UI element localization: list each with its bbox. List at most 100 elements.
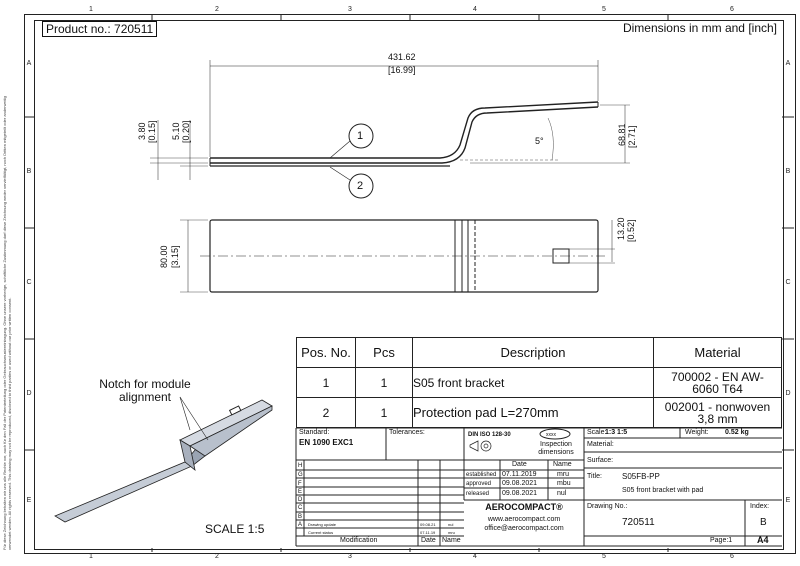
zone-col-2-bottom: 2 — [215, 553, 219, 560]
zone-row-b-right: B — [785, 168, 791, 175]
standard-value: EN 1090 EXC1 — [299, 438, 354, 447]
drawing-number: 720511 — [622, 517, 655, 528]
zone-col-4-bottom: 4 — [473, 553, 477, 560]
dim-t1-inch: [0.15] — [147, 120, 157, 143]
released-label: released — [466, 491, 490, 497]
drawing-border — [34, 20, 784, 550]
zone-col-5: 5 — [602, 6, 606, 13]
rev-b-name: nul — [448, 522, 454, 527]
drawing-no-label: Drawing No.: — [587, 503, 628, 510]
established-name: mru — [557, 471, 570, 478]
rev-letter: H — [298, 463, 303, 469]
dim-t1: 3.80 — [137, 122, 147, 140]
established-date: 07.11.2019 — [502, 471, 537, 478]
released-name: nul — [557, 490, 567, 497]
units-note: Dimensions in mm and [inch] — [622, 21, 777, 35]
page-number: Page:1 — [710, 537, 733, 544]
zone-col-2: 2 — [215, 6, 219, 13]
iso-scale-label: SCALE 1:5 — [205, 522, 265, 536]
zone-row-e: E — [26, 497, 32, 504]
inspection-dimensions: Inspection dimensions — [538, 441, 574, 456]
bom-header-pos: Pos. No. — [296, 337, 356, 368]
established-label: established — [466, 472, 497, 478]
scale-value: 1:3 1:5 — [605, 429, 628, 436]
balloon-2: 2 — [357, 180, 364, 192]
zone-col-6: 6 — [730, 6, 734, 13]
rev-letter: A — [298, 522, 303, 528]
bom-header-material: Material — [653, 337, 782, 368]
bom-pos: 1 — [296, 367, 356, 398]
index-label: Index: — [750, 503, 770, 510]
rev-b-text: Drawing update — [308, 522, 337, 527]
zone-row-e-right: E — [785, 497, 791, 504]
zone-row-d-right: D — [785, 390, 791, 397]
bom-header-desc: Description — [412, 337, 654, 368]
weight-label: Weight: — [685, 429, 709, 436]
rev-a-text: Current status — [308, 530, 334, 535]
zone-row-c-right: C — [785, 279, 791, 286]
zone-row-a: A — [26, 60, 32, 67]
balloon-1: 1 — [357, 130, 364, 142]
dim-width-inch: [3.15] — [170, 245, 180, 268]
rev-letter: C — [298, 505, 303, 511]
product-number: Product no.: 720511 — [42, 21, 158, 37]
bom-pos: 2 — [296, 397, 356, 428]
rev-letter: F — [298, 481, 302, 487]
dim-height: 68.81 — [617, 123, 627, 146]
dim-length: 431.62 — [388, 52, 416, 62]
zone-row-a-right: A — [785, 60, 791, 67]
released-date: 09.08.2021 — [502, 490, 538, 497]
company-web: www.aerocompact.com — [487, 516, 561, 523]
zone-col-3: 3 — [348, 6, 352, 13]
dim-t2-inch: [0.20] — [181, 120, 191, 143]
bill-of-materials: Pos. No. Pcs Description Material 1 1 S0… — [296, 337, 782, 428]
din-standard: DIN ISO 128-30 — [468, 432, 511, 438]
approved-name: mbu — [557, 480, 571, 487]
drawing-subtitle: S05 front bracket with pad — [622, 487, 704, 494]
bom-row: 2 1 Protection pad L=270mm 002001 - nonw… — [296, 397, 782, 428]
zone-col-1: 1 — [89, 6, 93, 13]
dim-length-inch: [16.99] — [388, 65, 416, 75]
weight-value: 0.52 kg — [725, 429, 749, 436]
dim-width: 80.00 — [159, 245, 169, 268]
zone-col-3-bottom: 3 — [348, 553, 352, 560]
drawing-title: S05FB-PP — [622, 472, 660, 481]
rev-a-name: mru — [448, 530, 455, 535]
rev-letter: E — [298, 489, 303, 495]
dim-slot-inch: [0.52] — [626, 219, 636, 242]
rev-letter: D — [298, 497, 303, 503]
company-email: office@aerocompact.com — [484, 525, 564, 532]
approved-date: 09.08.2021 — [502, 480, 538, 487]
rev-name-header: Name — [442, 537, 461, 544]
company-logo: AEROCOMPACT® — [485, 502, 563, 512]
dim-slot: 13.20 — [616, 217, 626, 240]
notch-annotation: Notch for module alignment — [99, 377, 191, 404]
zone-col-6-bottom: 6 — [730, 553, 734, 560]
bom-row: 1 1 S05 front bracket 700002 - EN AW-606… — [296, 367, 782, 398]
zone-col-1-bottom: 1 — [89, 553, 93, 560]
sheet-format: A4 — [757, 535, 769, 545]
bom-header-pcs: Pcs — [355, 337, 413, 368]
bom-material: 002001 - nonwoven — [664, 399, 771, 414]
date-header: Date — [512, 461, 527, 468]
tolerances-label: Tolerances: — [389, 429, 425, 436]
index-value: B — [760, 517, 767, 528]
material-label: Material: — [587, 441, 614, 448]
bom-pcs: 1 — [355, 397, 413, 428]
rev-letter: B — [298, 514, 303, 520]
approved-label: approved — [466, 481, 492, 487]
scale-label: Scale: — [587, 429, 607, 436]
rev-a-date: 07.11.19 — [420, 530, 436, 535]
dim-t2: 5.10 — [171, 122, 181, 140]
surface-label: Surface: — [587, 457, 614, 464]
dim-height-inch: [2.71] — [627, 125, 637, 148]
zone-row-d: D — [26, 390, 32, 397]
bom-pcs: 1 — [355, 367, 413, 398]
bom-material-2: 6060 T64 — [692, 381, 743, 396]
title-label: Title: — [587, 473, 602, 480]
zone-col-4: 4 — [473, 6, 477, 13]
bom-material: 700002 - EN AW- — [671, 369, 764, 384]
bom-material-2: 3,8 mm — [697, 411, 738, 426]
standard-label: Standard: — [299, 429, 330, 436]
